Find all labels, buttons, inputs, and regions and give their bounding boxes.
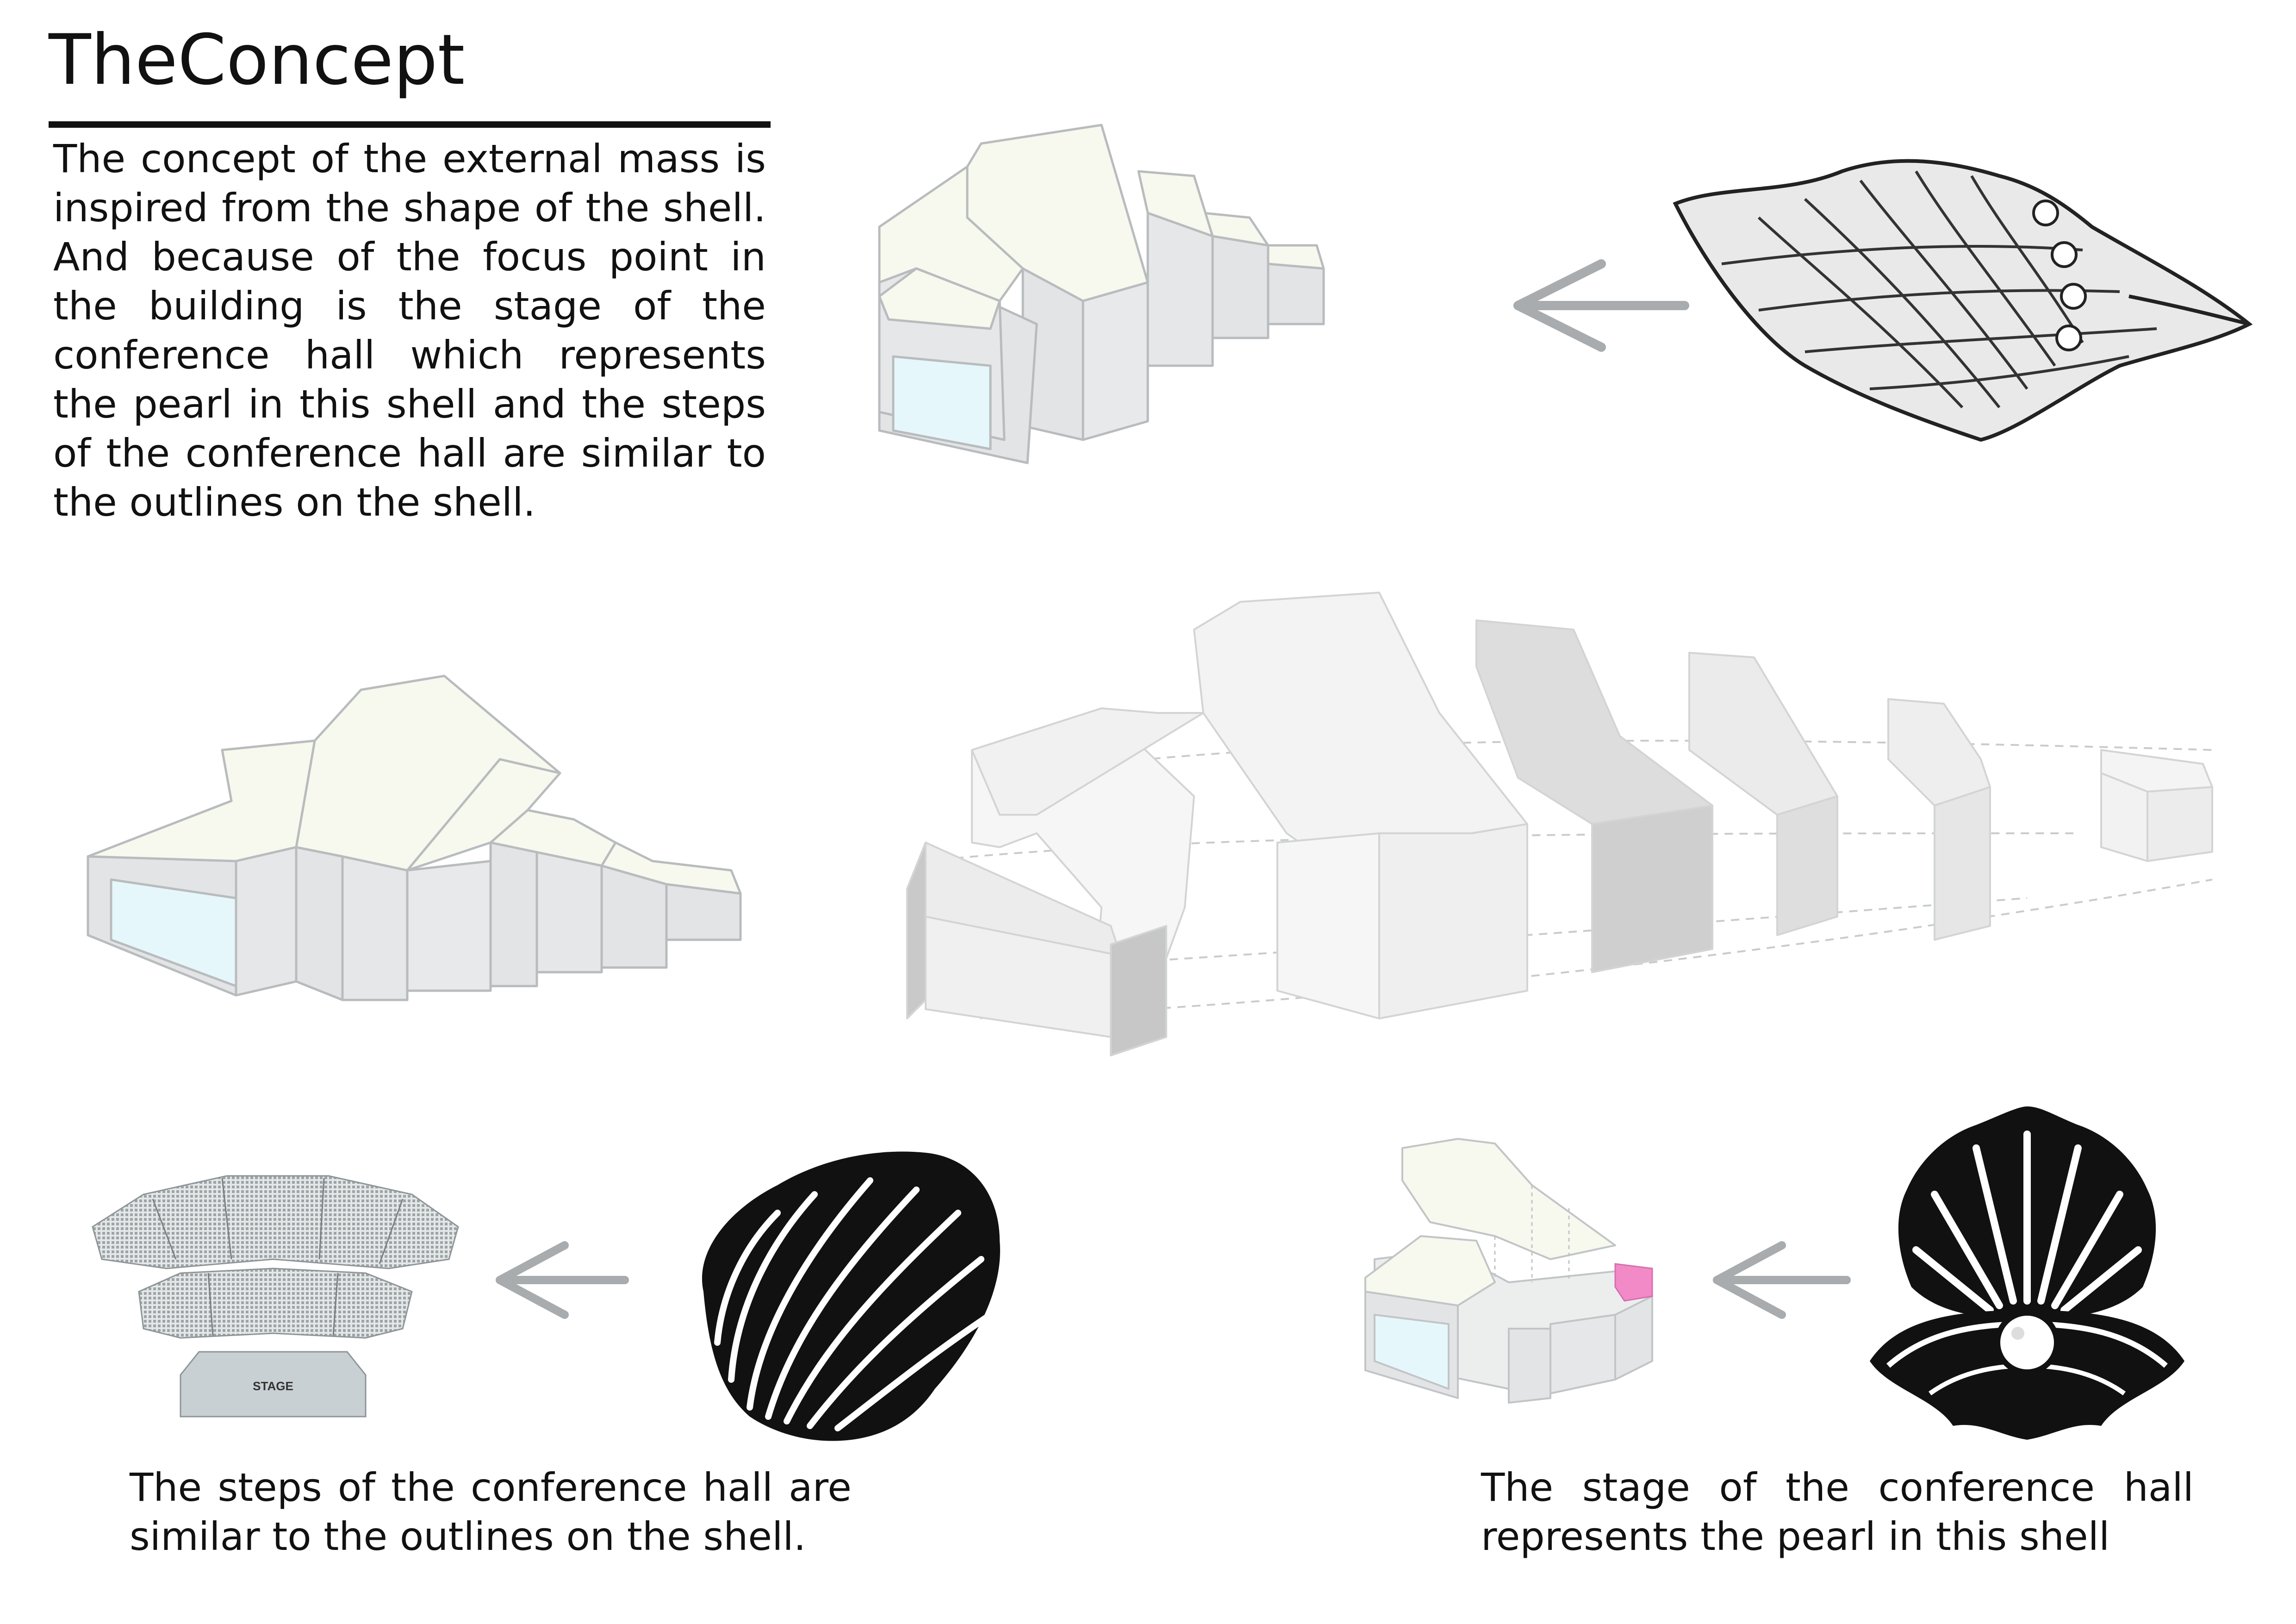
caption-stage: The stage of the conference hall represe… bbox=[1481, 1465, 2194, 1559]
arrow-left-icon bbox=[1713, 1241, 1851, 1319]
seating-plan: STAGE bbox=[92, 1175, 459, 1418]
stage-label: STAGE bbox=[253, 1379, 293, 1393]
arrow-left-icon bbox=[1513, 259, 1689, 352]
arrow-left-icon bbox=[496, 1241, 629, 1319]
conch-shell-icon bbox=[1673, 159, 2253, 442]
page-title: TheConcept bbox=[49, 20, 465, 100]
building-with-stage bbox=[1364, 1138, 1653, 1404]
caption-steps: The steps of the conference hall are sim… bbox=[130, 1465, 852, 1559]
building-exploded-view bbox=[906, 592, 2213, 1056]
pearl-shell-icon bbox=[1870, 1106, 2184, 1440]
building-massing-middle bbox=[87, 675, 742, 1001]
scallop-shell-icon bbox=[702, 1151, 1000, 1441]
intro-paragraph: The concept of the external mass is insp… bbox=[53, 136, 766, 525]
building-massing-top bbox=[878, 124, 1325, 464]
title-underline bbox=[49, 121, 771, 128]
